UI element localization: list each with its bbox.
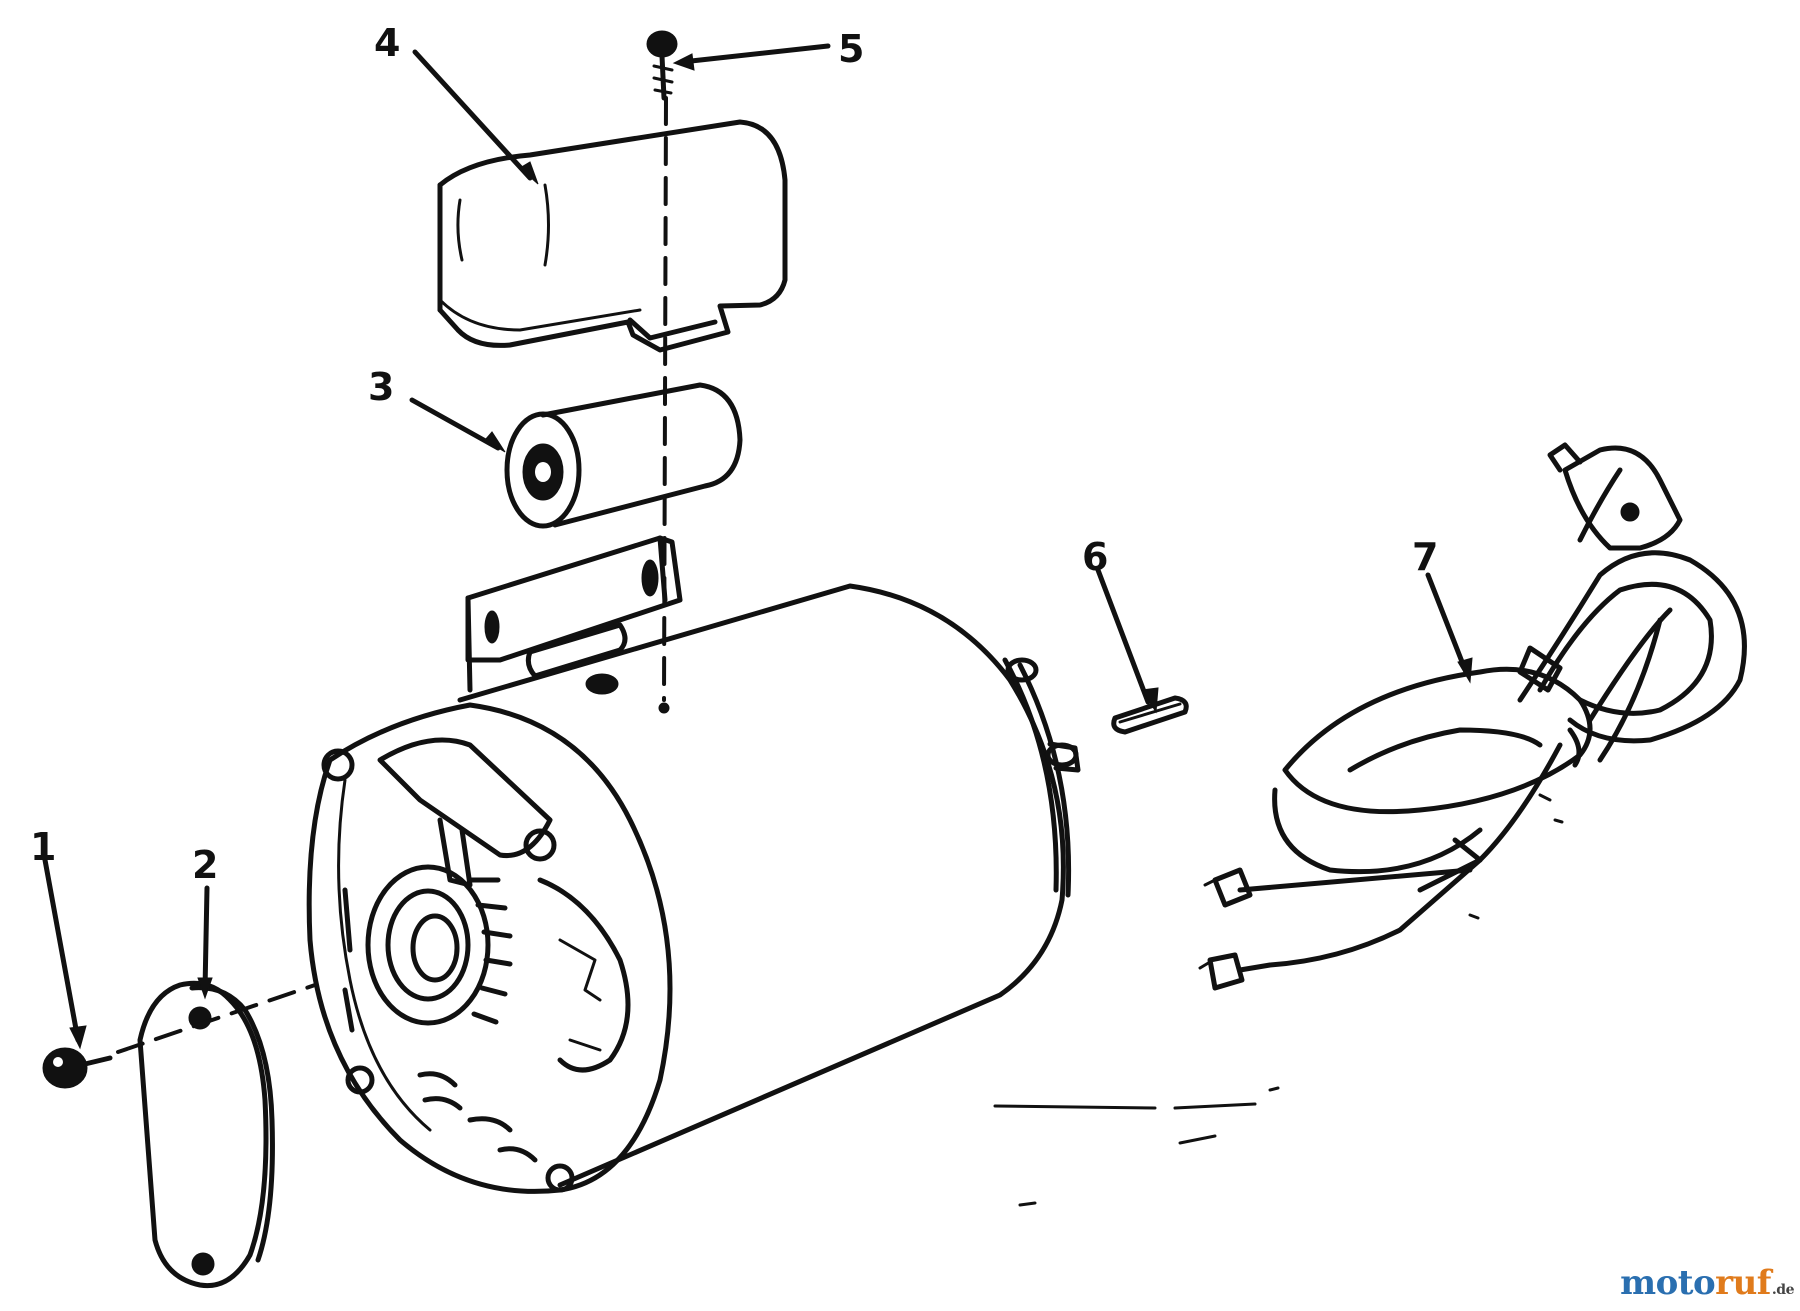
callout-3: 3 bbox=[368, 365, 394, 409]
assembly-point bbox=[658, 702, 670, 714]
leader-7 bbox=[1425, 572, 1469, 675]
assembly-line-horizontal bbox=[116, 983, 317, 1054]
callout-5: 5 bbox=[838, 27, 864, 71]
assembly-line-vertical bbox=[662, 96, 668, 702]
callout-1: 1 bbox=[30, 825, 56, 869]
watermark-logo: motoruf.de bbox=[1620, 1263, 1794, 1303]
part-1-screw bbox=[42, 1047, 113, 1089]
part-5-screw bbox=[646, 30, 678, 101]
motor-body bbox=[457, 583, 1081, 1188]
leader-2 bbox=[202, 885, 210, 993]
leader-5 bbox=[679, 43, 831, 65]
part-3-capacitor bbox=[504, 382, 743, 529]
callout-7: 7 bbox=[1412, 535, 1438, 579]
part-4-capacitor-cover bbox=[437, 119, 788, 353]
watermark-part-b: ruf bbox=[1715, 1263, 1771, 1303]
callout-4: 4 bbox=[374, 21, 400, 65]
leader-1 bbox=[42, 857, 81, 1043]
capacitor-mounting-bracket bbox=[465, 535, 683, 695]
watermark-tld: .de bbox=[1771, 1282, 1795, 1298]
leader-4 bbox=[412, 49, 533, 181]
watermark-part-a: moto bbox=[1620, 1263, 1716, 1303]
motor-end-bell bbox=[306, 702, 673, 1194]
leader-6 bbox=[1095, 567, 1151, 705]
part-7-power-cord bbox=[1198, 442, 1747, 991]
part-2-gasket bbox=[137, 980, 275, 1289]
callout-2: 2 bbox=[192, 843, 218, 887]
scan-marks bbox=[993, 1086, 1280, 1207]
callout-6: 6 bbox=[1082, 535, 1108, 579]
part-6-key bbox=[1111, 695, 1189, 735]
leader-3 bbox=[409, 397, 501, 451]
